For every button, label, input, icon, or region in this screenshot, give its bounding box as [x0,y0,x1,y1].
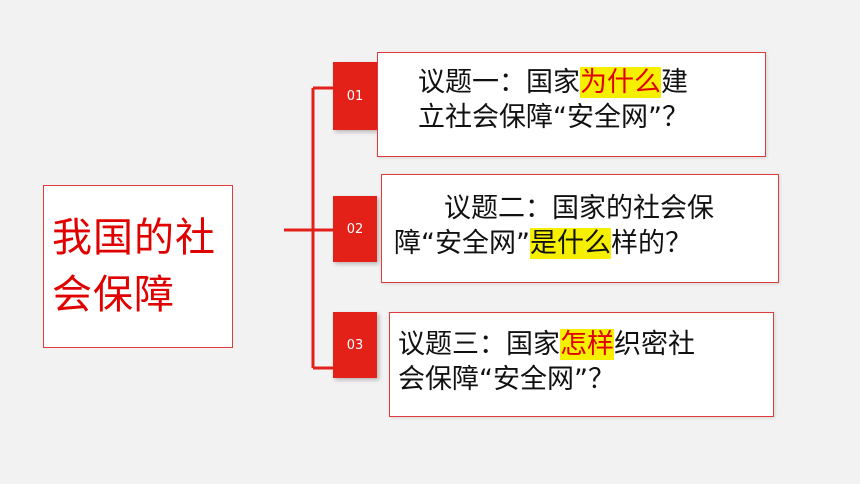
topic-2-text: 议题二：国家的社会保 障“安全网”是什么样的？ [394,191,714,261]
topic-2-line1: 议题二：国家的社会保 [444,193,714,224]
topic-box-2: 议题二：国家的社会保 障“安全网”是什么样的？ [381,174,779,283]
topic-1-line1-pre: 议题一：国家 [418,67,580,98]
badge-01: 01 [333,62,377,130]
topic-3-line1-post: 织密社 [614,329,695,360]
topic-3-line2: 会保障“安全网”？ [398,364,615,395]
topic-1-highlight: 为什么 [580,67,661,98]
topic-2-line2-pre: 障“安全网” [394,228,530,259]
topic-box-3: 议题三：国家怎样织密社 会保障“安全网”？ [389,312,774,417]
topic-3-line1-pre: 议题三：国家 [398,329,560,360]
topic-box-1: 议题一：国家为什么建 立社会保障“安全网”？ [377,52,766,157]
topic-3-text: 议题三：国家怎样织密社 会保障“安全网”？ [398,327,695,397]
main-topic-box: 我国的社会保障 [43,185,233,348]
topic-2-line2-post: 样的？ [610,228,692,259]
topic-2-highlight: 是什么 [529,228,611,259]
badge-01-label: 01 [346,88,364,104]
topic-1-line2: 立社会保障“安全网”？ [418,102,689,133]
badge-02: 02 [333,196,377,262]
main-title: 我国的社会保障 [52,215,216,318]
topic-3-highlight: 怎样 [560,329,614,360]
topic-1-line1-post: 建 [661,67,688,98]
badge-03: 03 [333,312,377,378]
topic-1-text: 议题一：国家为什么建 立社会保障“安全网”？ [418,65,689,135]
badge-03-label: 03 [346,337,364,353]
badge-02-label: 02 [346,221,364,237]
